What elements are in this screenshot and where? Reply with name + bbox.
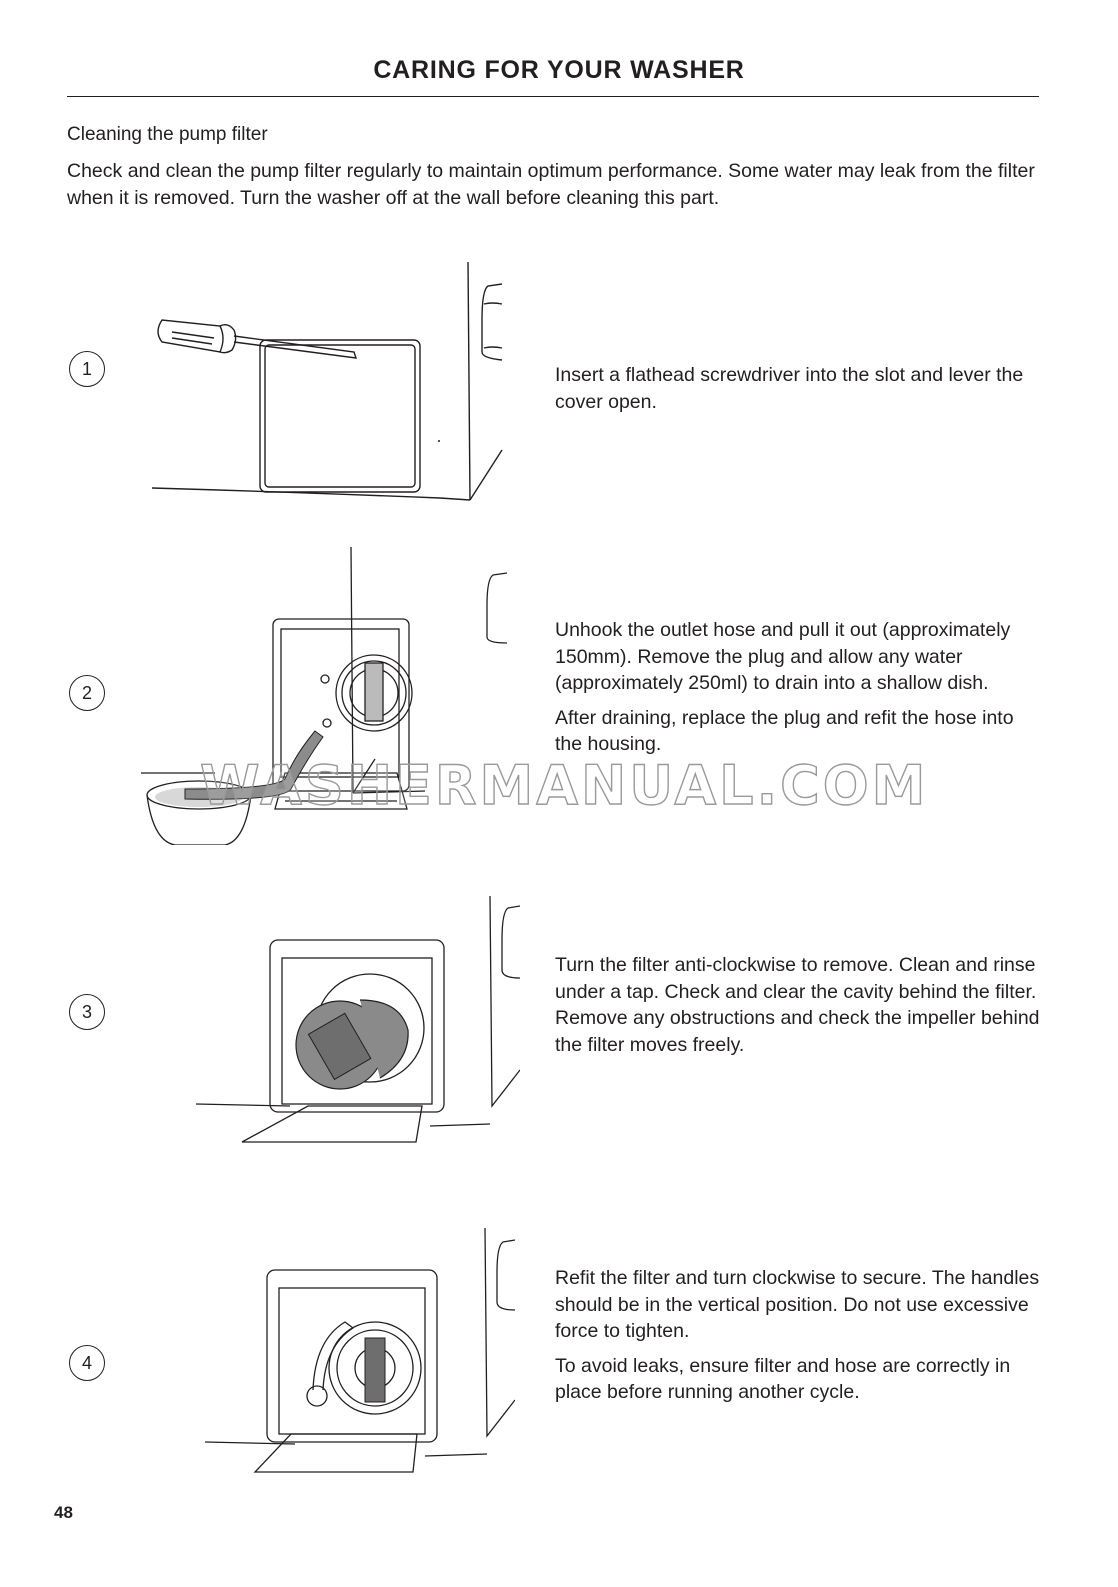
- outlet-hose-icon: [312, 1321, 355, 1391]
- filter-housing-outline: [269, 939, 445, 1113]
- step-3-paragraph-1: Turn the filter anti-clockwise to remove…: [555, 954, 1040, 1056]
- filter-handle: [364, 1337, 386, 1403]
- step-4-illustration: [204, 1227, 515, 1473]
- step-1-number: 1: [69, 351, 105, 387]
- step-1-paragraph-1: Insert a flathead screwdriver into the s…: [555, 364, 1024, 413]
- washer-door-handle: [496, 1239, 515, 1311]
- washer-floor-line: [195, 1103, 491, 1127]
- washer-side-edge: [467, 261, 471, 501]
- filter-cover-outline: [259, 339, 421, 493]
- page-number: 48: [54, 1503, 73, 1522]
- washer-floor-line: [204, 1441, 488, 1457]
- pump-filter-icon: [335, 654, 413, 732]
- screwdriver-shaft: [233, 335, 358, 359]
- washer-floor-line: [141, 772, 426, 794]
- filter-housing-outline: [266, 1269, 438, 1443]
- washer-door-handle: [501, 905, 520, 979]
- step-1-text: Insert a flathead screwdriver into the s…: [555, 362, 1045, 423]
- step-4-number: 4: [69, 1345, 105, 1381]
- section-heading: Cleaning the pump filter: [67, 124, 268, 145]
- title-rule: [67, 96, 1039, 97]
- step-2-text: Unhook the outlet hose and pull it out (…: [555, 617, 1045, 766]
- step-3-text: Turn the filter anti-clockwise to remove…: [555, 952, 1045, 1066]
- step-3-illustration: [195, 895, 520, 1143]
- screwdriver-ferrule: [219, 323, 237, 354]
- open-flap: [241, 1105, 423, 1143]
- washer-door-handle: [486, 572, 508, 644]
- step-2-paragraph-2: After draining, replace the plug and ref…: [555, 706, 1014, 756]
- open-flap: [253, 1433, 418, 1473]
- washer-base-corner: [469, 449, 503, 501]
- step-4-paragraph-1: Refit the filter and turn clockwise to s…: [555, 1267, 1040, 1342]
- filter-handle: [307, 1012, 372, 1081]
- step-4-paragraph-2: To avoid leaks, ensure filter and hose a…: [555, 1354, 1011, 1404]
- pump-filter-icon: [328, 1321, 422, 1415]
- step-4-text: Refit the filter and turn clockwise to s…: [555, 1265, 1045, 1414]
- filter-housing-outline: [272, 618, 410, 792]
- washer-side-edge: [484, 1227, 515, 1438]
- washer-door-handle: [481, 283, 503, 361]
- step-3-number: 3: [69, 994, 105, 1030]
- step-2-number: 2: [69, 675, 105, 711]
- washer-side-edge: [489, 895, 520, 1108]
- step-1-illustration: [151, 261, 503, 501]
- intro-paragraph: Check and clean the pump filter regularl…: [67, 160, 1035, 209]
- washer-floor-line: [151, 487, 471, 501]
- step-2-illustration: [141, 546, 508, 845]
- outlet-hose-icon: [184, 730, 324, 800]
- screwdriver-handle-icon: [157, 319, 224, 353]
- watermark: WASHERMANUAL.COM: [199, 753, 929, 817]
- page-title: CARING FOR YOUR WASHER: [373, 56, 745, 84]
- open-flap: [274, 772, 408, 810]
- step-2-paragraph-1: Unhook the outlet hose and pull it out (…: [555, 619, 1011, 694]
